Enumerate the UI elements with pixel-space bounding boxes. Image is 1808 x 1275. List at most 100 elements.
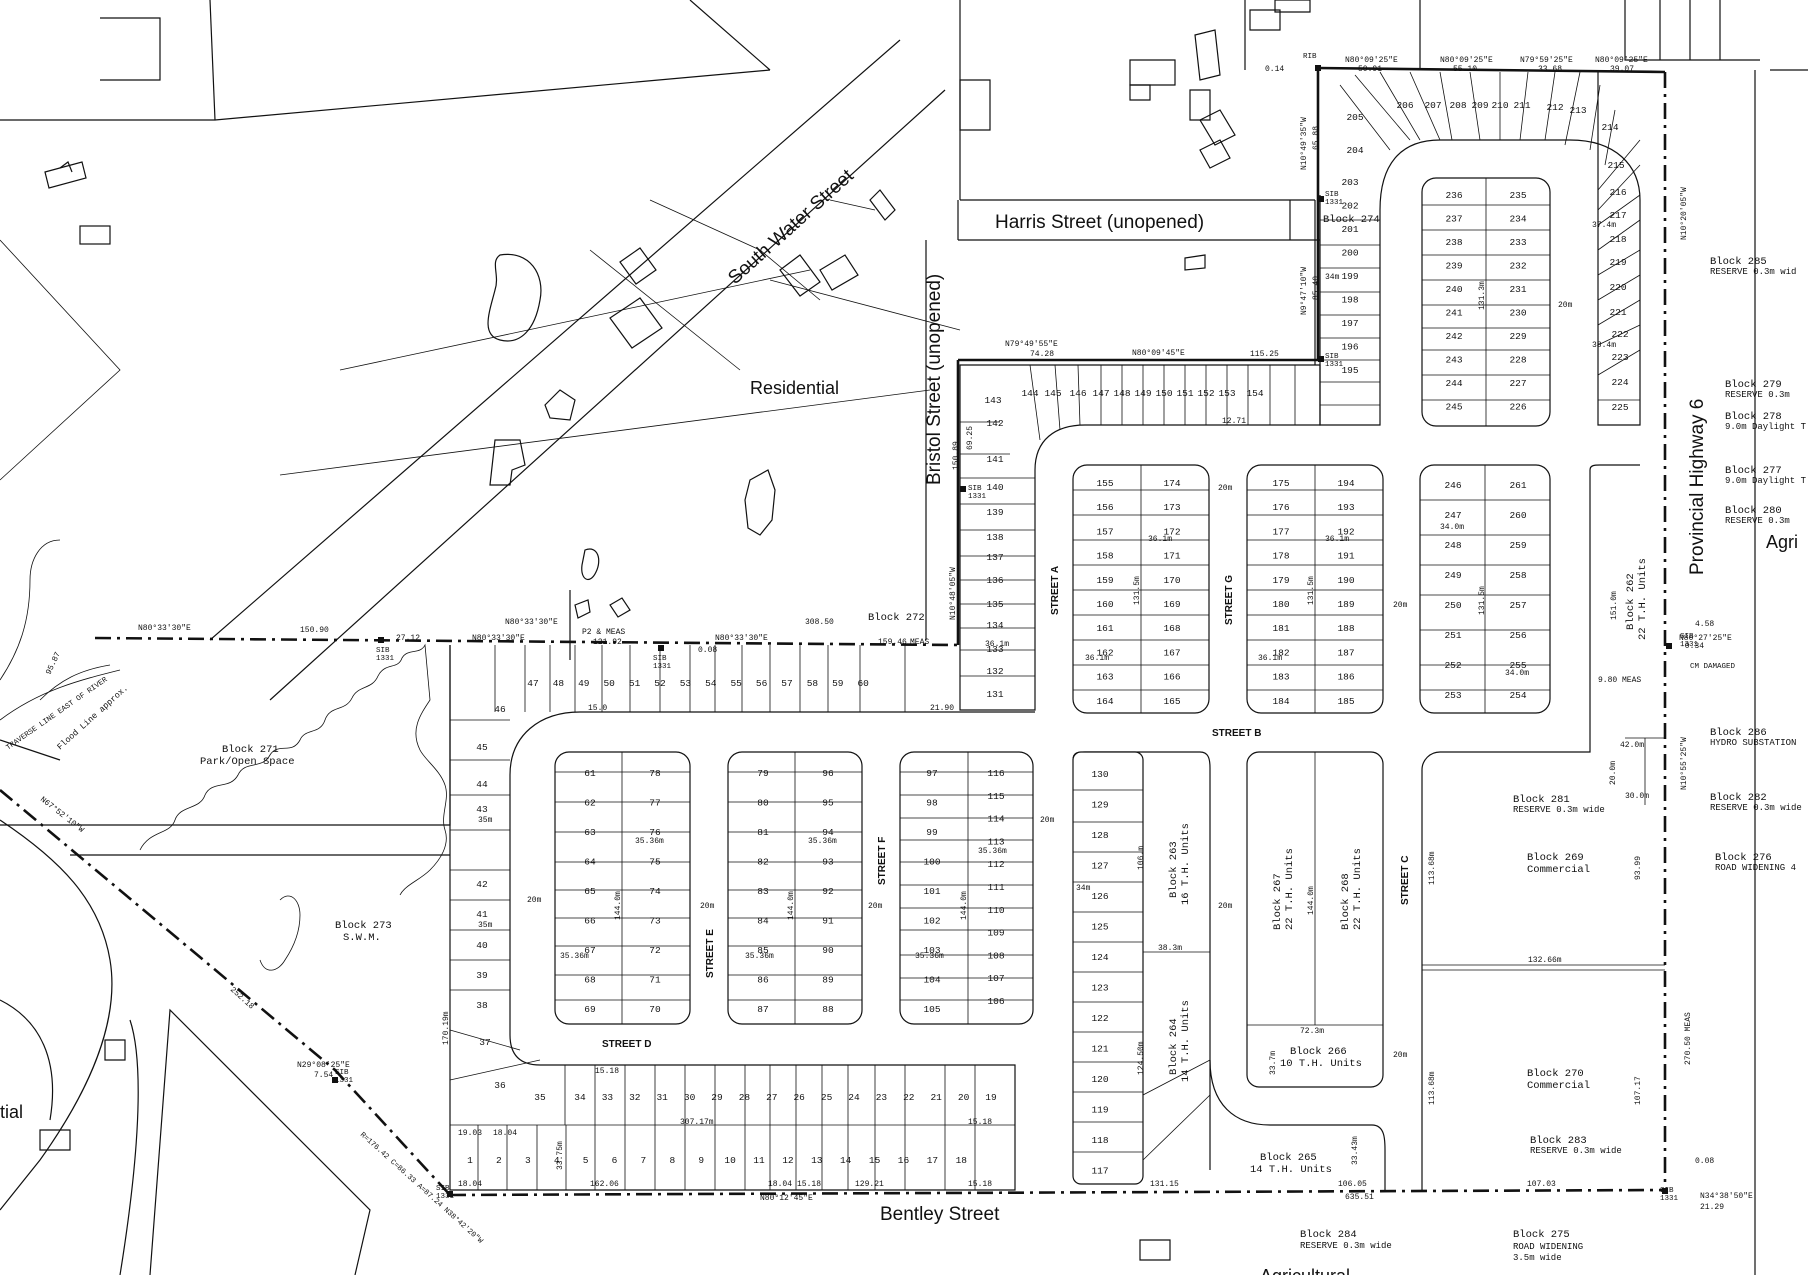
lot-number: 253 — [1444, 690, 1461, 701]
lot-number: 45 — [476, 742, 488, 753]
dim-20m-a: 20m — [527, 896, 542, 905]
south-water-street — [0, 39, 961, 701]
lot-number: 257 — [1509, 600, 1526, 611]
marker-sib-4: SIB — [1325, 191, 1339, 199]
lot-number: 81 — [757, 827, 769, 838]
lot-number: 8 — [669, 1155, 675, 1166]
bearing-n10-20: N10°20'05"W — [1680, 187, 1689, 240]
lot-number: 63 — [584, 827, 596, 838]
dim-144a: 144.0m — [614, 891, 623, 920]
lot-number: 49 — [578, 678, 590, 689]
lot-number: 256 — [1509, 630, 1526, 641]
marker-num-2: 1331 — [653, 663, 672, 671]
dim-20-0: 20.0m — [1609, 761, 1618, 785]
bearing-n80-09-25-a: N80°09'25"E — [1345, 56, 1398, 65]
lot-number: 33 — [602, 1092, 614, 1103]
dim-18-04-a: 18.04 — [493, 1129, 517, 1138]
lot-number: 67 — [584, 945, 595, 956]
dim-meas-b: MEAS — [910, 638, 929, 647]
lot-number: 260 — [1509, 510, 1526, 521]
lot-number: 156 — [1096, 502, 1113, 513]
lot-number: 261 — [1509, 480, 1526, 491]
lot-number: 191 — [1337, 551, 1354, 562]
block-269-use: Commercial — [1527, 864, 1590, 876]
marker-num-5: 1331 — [1325, 361, 1344, 369]
dim-115-25: 115.25 — [1250, 350, 1279, 359]
lot-number: 107 — [987, 973, 1004, 984]
bearing-n79-49-55: N79°49'55"E — [1005, 340, 1058, 349]
lot-number: 137 — [986, 552, 1003, 563]
lot-number: 57 — [781, 678, 792, 689]
lot-number: 53 — [680, 678, 692, 689]
street-label-b: STREET B — [1212, 728, 1261, 739]
bearing-n80-33-30-a: N80°33'30"E — [138, 624, 191, 633]
lot-number: 230 — [1509, 308, 1526, 319]
dim-150-89: 150.89 — [952, 441, 961, 470]
dim-20m-f: 20m — [1218, 484, 1233, 493]
lot-number: 11 — [753, 1155, 765, 1166]
lot-number: 62 — [584, 798, 596, 809]
dim-15-18-a: 15.18 — [595, 1067, 619, 1076]
dim-159-46: 159.46 — [878, 638, 907, 647]
lot-number: 23 — [876, 1092, 888, 1103]
lot-number: 92 — [822, 886, 834, 897]
dim-107-17: 107.17 — [1634, 1076, 1643, 1105]
block-286-name: Block 286 — [1710, 727, 1767, 739]
bearing-n79-59-25: N79°59'25"E — [1520, 56, 1573, 65]
dim-12-71: 12.71 — [1222, 417, 1246, 426]
marker-sib-1: SIB — [376, 647, 390, 655]
street-label-harris: Harris Street (unopened) — [995, 212, 1204, 233]
lot-number: 184 — [1272, 696, 1289, 707]
lot-number: 182 — [1272, 647, 1289, 658]
dim-9-80: 9.80 MEAS — [1598, 676, 1641, 685]
dim-36-1-a: 36.1m — [985, 640, 1009, 649]
lot-number: 220 — [1609, 282, 1626, 293]
dim-93-99: 93.99 — [1634, 856, 1643, 880]
dim-150-90: 150.90 — [300, 626, 329, 635]
dim-113-68a: 113.68m — [1428, 851, 1437, 885]
bearing-n10-48-05: N10°48'05"W — [949, 567, 958, 620]
lot-number: 77 — [649, 798, 660, 809]
dim-19-03: 19.03 — [458, 1129, 482, 1138]
lot-number: 7 — [641, 1155, 647, 1166]
lot-number: 209 — [1471, 100, 1488, 111]
lot-number: 140 — [986, 482, 1003, 493]
lot-number: 78 — [649, 768, 661, 779]
lot-number: 18 — [956, 1155, 968, 1166]
dim-131-3: 131.3m — [1478, 281, 1487, 310]
dim-0-34: -0.34 — [1680, 642, 1704, 651]
marker-num-3: 1331 — [968, 493, 987, 501]
dim-42-0: 42.0m — [1620, 741, 1644, 750]
dim-121-92: 121.92 — [593, 638, 622, 647]
lot-number: 197 — [1341, 318, 1358, 329]
street-label-bentley: Bentley Street — [880, 1204, 1000, 1225]
lot-number: 39 — [476, 970, 488, 981]
block-267-name: Block 267 — [1272, 873, 1284, 930]
lot-number: 124 — [1091, 952, 1108, 963]
lot-number: 153 — [1218, 388, 1235, 399]
lot-number: 180 — [1272, 599, 1289, 610]
block-281-use: RESERVE 0.3m wide — [1513, 805, 1605, 815]
lot-number: 170 — [1163, 575, 1180, 586]
bearing-n80-09-25-c: N80°09'25"E — [1595, 56, 1648, 65]
lot-number: 219 — [1609, 257, 1626, 268]
dim-20m-h: 20m — [1393, 1051, 1408, 1060]
lot-number: 192 — [1337, 526, 1354, 537]
dimension-labels: N80°33'30"E N80°33'30"E N80°33'30"E N80°… — [38, 56, 1753, 1212]
block-269-name: Block 269 — [1527, 852, 1584, 864]
street-label-d: STREET D — [602, 1039, 651, 1050]
lot-number: 13 — [811, 1155, 823, 1166]
dim-113-68b: 113.68m — [1428, 1071, 1437, 1105]
lot-number: 131 — [986, 689, 1003, 700]
lot-number: 161 — [1096, 623, 1113, 634]
block-labels: Block 271 Park/Open Space Block 273 S.W.… — [200, 214, 1807, 1263]
lot-number: 48 — [553, 678, 565, 689]
lot-number: 22 — [903, 1092, 915, 1103]
block-283-use: RESERVE 0.3m wide — [1530, 1146, 1622, 1156]
lot-number: 252 — [1444, 660, 1461, 671]
lot-number: 229 — [1509, 331, 1526, 342]
lot-number: 201 — [1341, 224, 1358, 235]
street-label-bristol: Bristol Street (unopened) — [924, 274, 945, 485]
dim-0-08a: 0.08 — [698, 646, 717, 655]
street-label-c: STREET C — [1400, 856, 1411, 905]
